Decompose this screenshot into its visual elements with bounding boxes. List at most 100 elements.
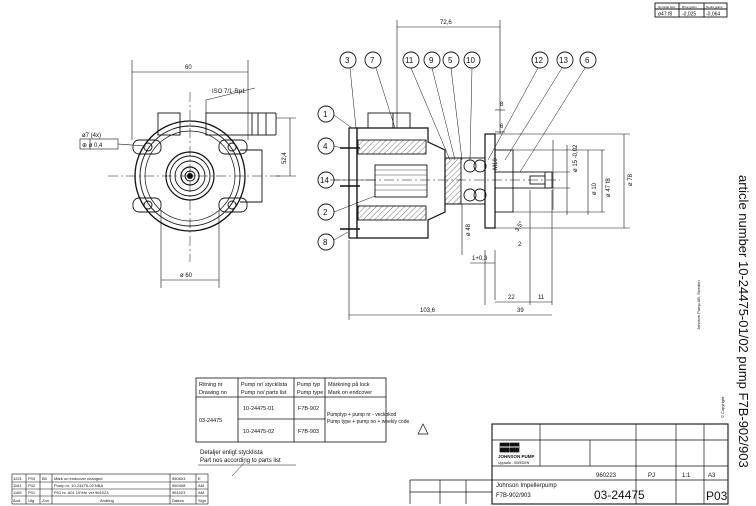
dim-hole-7: ø7 (4x)	[82, 133, 101, 139]
tol-header-size: Nominal size	[658, 5, 676, 9]
copyright: © Copyright	[720, 396, 725, 418]
balloon-3: 3	[345, 56, 350, 65]
balloons-left: 1 4 14 2 8	[317, 105, 376, 251]
dim-11: 11	[538, 295, 545, 301]
dim-6: 6	[500, 124, 504, 130]
title-block: JOHNSON PUMP Uppsala - SWEDEN Johnson Im…	[409, 280, 729, 505]
drawing-signer: PJ	[648, 473, 655, 479]
rev3-sign: AM	[198, 490, 204, 495]
balloon-9: 9	[429, 56, 434, 65]
tol-upper: -0,025	[682, 12, 696, 18]
rev1-desc: Mark on endcover changed	[54, 476, 102, 481]
mt-marking-2: Pump type + pump no + weekly code	[327, 419, 409, 425]
balloon-1: 1	[323, 110, 328, 119]
rev2-desc: Pump nr. 10-24475-02 NBA	[54, 483, 103, 488]
rev3-no: 1165	[13, 490, 22, 495]
drawing-number: 03-24475	[594, 488, 645, 502]
mt-drawing-no: 03-24475	[199, 418, 222, 424]
rev-head-sign: Sign	[198, 498, 206, 503]
rev-head-utg: Utg	[28, 498, 34, 503]
balloon-6: 6	[585, 56, 590, 65]
tolerance-table: Nominal size Øvre gräns Nedre gräns ø47 …	[654, 2, 728, 18]
mt-pump-no-1: 10-24475-01	[243, 406, 274, 412]
rev-head-desc: Ändring	[100, 498, 114, 503]
mt-h3-a: Märkning på lock	[328, 381, 370, 388]
balloon-4: 4	[323, 142, 328, 151]
rev1-no: 1221	[13, 476, 23, 481]
front-view	[108, 92, 280, 262]
rev1-utg: P03	[28, 476, 36, 481]
tol-lower: -0,064	[706, 12, 720, 18]
dim-m10: M10	[493, 158, 499, 170]
article-number-side-title: article number 10-24475-01/02 pump F7B-9…	[734, 175, 756, 495]
mt-h0-b: Drawing no	[199, 390, 227, 396]
rev-head-no: Änd	[13, 498, 20, 503]
rev2-no: 1161	[13, 483, 22, 488]
dim-47: ø 47 f8	[606, 178, 612, 197]
balloon-12: 12	[534, 56, 543, 65]
revision-table: 1221 P03 B5 Mark on endcover changed 960…	[11, 473, 209, 505]
rev3-utg: P01	[28, 490, 36, 495]
dim-1-03: 1+0,3	[472, 256, 488, 262]
dim-15: ø 15 -0,02	[573, 144, 579, 172]
dim-position-tol: ⊕ ø 0,4	[82, 143, 103, 149]
balloon-13: 13	[559, 56, 568, 65]
mt-h2-a: Pump typ	[297, 382, 320, 388]
projection-symbol: A3	[708, 473, 716, 479]
company-name: JOHNSON PUMP	[498, 454, 535, 459]
mt-pump-no-2: 10-24475-02	[243, 429, 274, 435]
dim-22: 22	[508, 295, 515, 301]
dim-angle: 3,5°	[515, 220, 526, 233]
note-swedish: Detaljer enligt stycklista	[200, 450, 263, 456]
mt-h1-a: Pump nr/ stycklista	[241, 382, 288, 388]
drawing-title: Johnson Impellerpump	[496, 483, 557, 489]
dim-2: 2	[518, 242, 522, 248]
tol-header-upper: Øvre gräns	[682, 5, 697, 9]
dim-8: 8	[500, 102, 504, 108]
rev1-zon: B5	[42, 476, 48, 481]
rev-head-zon: Zon	[42, 498, 49, 503]
rev1-sign: E	[198, 476, 201, 481]
ownership-note: Johnson Pump AB, Sweden	[696, 280, 701, 330]
marking-table: Ritning nr Drawing no Pump nr/ stycklist…	[195, 377, 409, 443]
drawing-scale: 1:1	[682, 473, 691, 479]
section-view-dimensions: 72,6 8 6 ø 15 -0,02 ø 10 ø 47 f8 ø 78 ø …	[348, 20, 634, 320]
note-english: Part nos according to parts list	[200, 458, 281, 464]
rev2-sign: AM	[198, 483, 204, 488]
rev2-utg: P02	[28, 483, 36, 488]
rev2-date: 960408	[172, 483, 186, 488]
balloon-11: 11	[405, 56, 414, 65]
mt-marking-1: Pumptyp + pump nr - veckokod	[327, 412, 397, 418]
balloon-14: 14	[320, 176, 329, 185]
dim-60-top: 60	[185, 65, 192, 71]
dim-72-6: 72,6	[440, 20, 452, 26]
front-view-dimensions: 60 ISO 7/1-Rp1 52,4 ø7 (4x) ⊕ ø 0,4 ø 60	[79, 60, 296, 288]
dim-thread: ISO 7/1-Rp1	[212, 89, 246, 95]
balloon-8: 8	[323, 238, 328, 247]
balloons-top: 3 7 11 9 5 10 12 13 6	[339, 51, 597, 173]
tol-size: ø47 f8	[658, 12, 672, 18]
dim-52-4: 52,4	[282, 152, 288, 164]
balloon-7: 7	[370, 56, 375, 65]
mt-h2-b: Pump type	[297, 390, 323, 396]
rev3-desc: P01 nr. A01 10%hr ver 961023	[54, 490, 109, 495]
sheet-label: P03	[706, 489, 728, 503]
dim-48: ø 48	[466, 223, 472, 236]
drawing-date: 960223	[596, 473, 617, 479]
dim-103-6: 103,6	[420, 308, 436, 314]
rev-head-date: Datum	[172, 498, 184, 503]
dim-78: ø 78	[628, 173, 634, 186]
balloon-2: 2	[323, 208, 328, 217]
notes: Detaljer enligt stycklista Part nos acco…	[198, 423, 429, 477]
mt-h0-a: Ritning nr	[199, 382, 223, 388]
johnson-pump-logo	[499, 442, 520, 453]
article-number-text: article number 10-24475-01/02 pump F7B-9…	[736, 175, 751, 468]
dim-10: ø 10	[592, 182, 598, 195]
company-sub: Uppsala - SWEDEN	[498, 461, 530, 465]
mt-type-2: F7B-903	[298, 429, 319, 435]
mt-type-1: F7B-902	[298, 406, 319, 412]
mt-h3-b: Mark on endcover	[328, 390, 372, 396]
dim-60-bottom: ø 60	[180, 273, 193, 279]
mt-h1-b: Pump no/ parts list	[241, 390, 287, 396]
